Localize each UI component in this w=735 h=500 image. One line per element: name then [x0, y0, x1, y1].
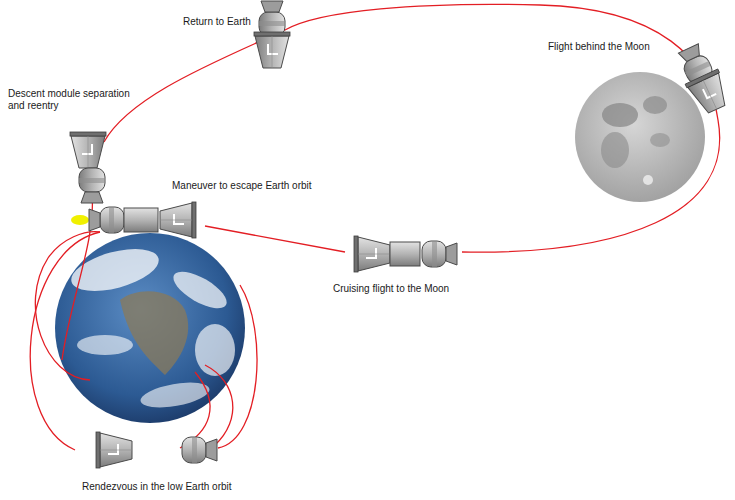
callout-label: Maneuver to escape Earth orbit — [172, 180, 312, 192]
engine-flame — [71, 215, 89, 225]
callout-label: Flight behind the Moon — [548, 41, 650, 53]
separated-module — [79, 168, 105, 203]
descent-module — [70, 132, 106, 168]
callout-label: Rendezvous in the low Earth orbit — [82, 481, 232, 493]
orbit-loop — [218, 285, 257, 448]
trajectory-lines — [30, 4, 719, 450]
reentry-path — [62, 195, 92, 360]
callout-label: Cruising flight to the Moon — [333, 283, 449, 295]
callout-label: Descent module separation and reentry — [8, 88, 138, 112]
callout-label: Return to Earth — [183, 16, 251, 28]
return-spacecraft — [254, 1, 290, 68]
translunar-path — [205, 226, 345, 252]
rendezvous-module — [182, 437, 217, 463]
launch-path — [205, 365, 233, 445]
parking-orbit — [35, 232, 100, 380]
cruise-stack — [354, 236, 457, 272]
lunar-flyby-path — [104, 4, 720, 252]
moon — [575, 72, 705, 202]
flyby-spacecraft — [672, 41, 733, 117]
escape-stack — [89, 202, 196, 238]
rendezvous-capsule — [96, 432, 132, 468]
